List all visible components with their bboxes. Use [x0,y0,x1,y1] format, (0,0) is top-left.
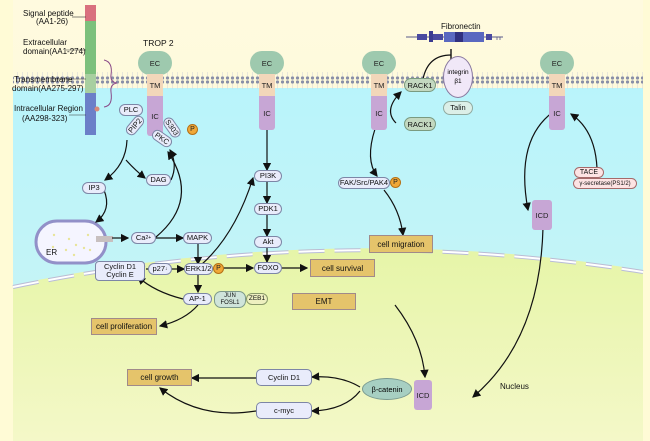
receptor3-ic: IC [371,96,387,130]
node-cyclin-d1-e: Cyclin D1 Cyclin E [95,261,145,281]
icd-cytoplasm: ICD [532,200,552,230]
node-ip3: IP3 [82,182,106,194]
signal-peptide-label: Signal peptide [23,9,74,18]
receptor3-tm: TM [371,74,387,96]
intracellular-segment [85,93,96,135]
integrin-text: integrin [447,69,469,76]
cyclin-d1-text: Cyclin D1 [103,262,137,271]
receptor4-ic: IC [549,96,565,130]
receptor1-tm: TM [147,74,163,96]
outcome-emt: EMT [292,293,356,310]
receptor1-ic: IC [147,96,163,136]
node-tace: TACE [574,167,604,178]
node-erk: ERK1/2 [184,263,213,275]
node-pi3k: PI3K [254,170,282,182]
node-jun-fosl1: JUN FOSL1 [214,291,246,308]
phospho-badge-s303: P [187,124,198,135]
node-mapk: MAPK [183,232,212,244]
p27-down-arrow: ↓ [165,266,168,272]
outcome-cell-growth: cell growth [127,369,192,386]
node-rack1-membrane: RACK1 [404,78,436,92]
calcium-text: Ca [135,233,146,242]
signal-peptide-segment [85,5,96,21]
intracellular-range: (AA298-323) [22,114,68,123]
er-label: ER [46,248,58,257]
fibronectin-molecule [406,31,503,42]
node-talin: Talin [443,101,473,115]
domain-brace [103,59,118,108]
node-fak-src-pak4: FAK/Src/PAK4 [338,177,390,189]
intracellular-label: Intracellular Region [14,104,83,113]
node-foxo: FOXO [254,262,282,274]
receptor4-tm: TM [549,74,565,96]
trop2-title: TROP 2 [143,38,174,48]
transmembrane-range: domain(AA275-297) [12,84,84,93]
outcome-cell-migration: cell migration [369,235,433,253]
outcome-cell-survival: cell survival [310,259,375,277]
transmembrane-segment [85,74,96,93]
jun-text: JUN [224,293,236,299]
receptor2-ic: IC [259,96,275,130]
node-gamma-secretase: γ-secretase(PS1/2) [573,178,637,189]
fosl1-text: FOSL1 [220,299,240,306]
receptor3-ec: EC [362,51,396,75]
integrin-beta-text: β1 [454,78,462,85]
node-beta-catenin: β-catenin [362,378,412,400]
node-ap1: AP-1 [183,293,212,305]
receptor4-ec: EC [540,51,574,75]
receptor1-ec: EC [138,51,172,75]
nucleus-label: Nucleus [500,382,529,391]
node-pdk1: PDK1 [254,203,282,215]
signal-peptide-range: (AA1-26) [36,17,69,26]
node-akt: Akt [254,236,282,248]
node-dag: DAG [146,174,171,186]
node-plc: PLC [119,104,143,116]
cyclin-e-text: Cyclin E [106,270,134,279]
phospho-badge-fak: P [390,177,401,188]
transmembrane-label: Transmembrane [14,75,73,84]
node-rack1-cytoplasm: RACK1 [404,117,436,131]
node-p27: p27↓ [148,263,172,275]
receptor2-tm: TM [259,74,275,96]
fibronectin-label: Fibronectin [441,22,481,31]
phospho-badge-erk: P [213,263,224,274]
node-cmyc: c-myc [256,402,312,419]
node-zeb1: ZEB1 [246,293,268,305]
receptor2-ec: EC [250,51,284,75]
calcium-charge: 2+ [145,235,152,241]
outcome-cell-proliferation: cell proliferation [91,318,157,335]
extracellular-range: domain(AA1-274) [23,47,86,56]
integrin-beta1: integrin β1 [443,56,473,98]
plasma-membrane [13,72,643,89]
node-cyclin-d1-nucleus: Cyclin D1 [256,369,312,386]
icd-nucleus: ICD [414,380,432,410]
nucleus-region [13,248,643,441]
p27-text: p27 [152,264,165,273]
extracellular-label: Extracellular [23,38,68,47]
extracellular-segment [85,21,96,74]
